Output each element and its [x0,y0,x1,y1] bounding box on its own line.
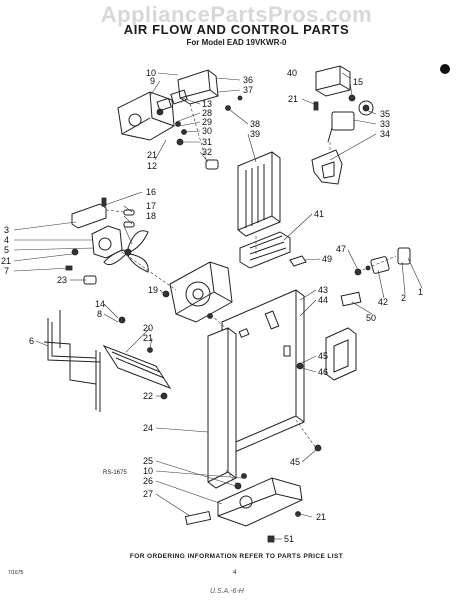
callout-label: 30 [202,126,212,136]
callout-label: 31 [202,137,212,147]
base-assembly-part [184,473,303,543]
ordering-info-note: FOR ORDERING INFORMATION REFER TO PARTS … [129,553,344,560]
duct-cover-part [296,327,357,452]
callout-label: 24 [143,423,153,433]
callout-label: 50 [366,313,376,323]
callout-label: 21 [147,150,157,160]
callout-label: 22 [143,391,153,401]
diffuser-part [102,344,172,390]
callout-label: 43 [318,285,328,295]
callout-label: 26 [143,476,153,486]
callout-label: 5 [4,245,9,255]
callout-label: 15 [353,77,363,87]
callout-label: 21 [1,256,11,266]
callout-label: 10 [146,68,156,78]
callout-label: 38 [250,119,260,129]
leader-lines [13,72,423,540]
callout-label: 37 [243,85,253,95]
screw-part [162,290,170,298]
callout-label: 51 [284,534,294,544]
screw-part [118,316,126,324]
callout-label: 4 [4,235,9,245]
callout-label: 16 [146,187,156,197]
callout-label: 19 [148,285,158,295]
callout-label: 6 [29,336,34,346]
callout-label: 45 [318,351,328,361]
callout-label: 1 [418,287,423,297]
air-duct-part [237,151,281,237]
clip-part [289,255,307,267]
damper-motor-assembly [117,91,175,141]
callout-labels: 10 9 36 37 40 15 21 35 33 34 13 28 29 30… [1,68,423,544]
screw-clip-cluster [175,95,243,170]
callout-label: 17 [146,201,156,211]
callout-label: 42 [378,297,388,307]
control-housing-part [315,65,351,97]
switch-assembly [340,247,411,307]
registration-mark-icon [440,64,450,74]
grille-part [239,231,291,269]
control-bracket-part [311,149,343,185]
callout-label: 21 [288,94,298,104]
callout-label: 20 [143,323,153,333]
callout-label: 8 [97,309,102,319]
callout-label: 27 [143,489,153,499]
callout-label: 7 [4,266,9,276]
gasket-part [156,97,172,112]
callout-label: 33 [380,119,390,129]
callout-label: 40 [287,68,297,78]
callout-label: 18 [146,211,156,221]
callout-label: 34 [380,129,390,139]
callout-label: 35 [380,109,390,119]
callout-label: 47 [336,244,346,254]
callout-label: 39 [250,129,260,139]
callout-label: 14 [95,299,105,309]
screw-part [207,313,213,319]
document-code: 7/1675 [8,570,24,576]
rear-panel-part [221,289,305,455]
callout-label: 10 [143,466,153,476]
callout-label: 12 [147,161,157,171]
callout-label: 44 [318,295,328,305]
model-subtitle: For Model EAD 19VKWR-0 [186,38,287,47]
fan-bracket-part [71,197,135,229]
page-number: 4 [233,570,237,576]
assembly-dashed-lines [105,103,397,487]
callout-label: 21 [143,333,153,343]
air-baffle-part [177,69,219,105]
callout-label: 41 [314,209,324,219]
page-title: AIR FLOW AND CONTROL PARTS [123,22,350,37]
callout-label: 46 [318,367,328,377]
callout-label: 9 [150,76,155,86]
callout-label: 45 [290,457,300,467]
callout-label: 3 [4,225,9,235]
callout-label: 25 [143,456,153,466]
gasket-part [170,89,188,105]
thermostat-control-part [313,94,374,143]
watermark: AppliancePartsPros.com [100,2,373,27]
print-code: U.S.A.-6-H [210,588,244,595]
wiring-harness-part [43,310,101,412]
callout-label: 28 [202,108,212,118]
fan-blade-part [103,230,149,273]
callout-label: 23 [57,275,67,285]
callout-label: 21 [316,512,326,522]
fan-shroud-part [169,261,233,323]
callout-label: 29 [202,117,212,127]
diagram-id-label: RS-1675 [103,470,127,476]
callout-label: 32 [202,147,212,157]
callout-label: 2 [401,293,406,303]
control-bracket-detail [321,161,335,179]
callout-label: 13 [202,99,212,109]
callout-label: 49 [322,254,332,264]
callout-label: 36 [243,75,253,85]
air-tower-duct-part [207,327,237,489]
